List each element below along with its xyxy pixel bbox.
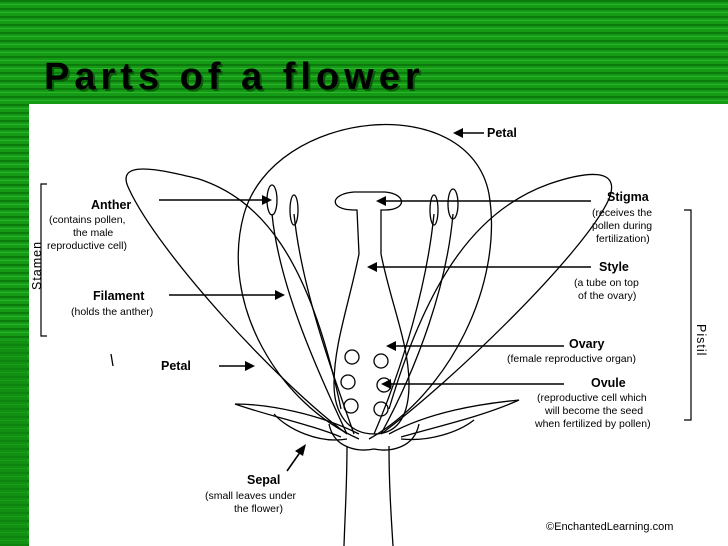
ovule-desc-1: (reproductive cell which: [537, 392, 647, 404]
arrowhead: [453, 128, 463, 138]
sepal-desc-1: (small leaves under: [205, 490, 297, 502]
ovule-shape: [373, 401, 389, 417]
receptacle: [328, 423, 420, 451]
stigma-desc-2: pollen during: [592, 220, 652, 232]
arrowhead: [376, 196, 386, 206]
label-sepal: Sepal: [247, 473, 280, 487]
arrowhead: [367, 262, 377, 272]
arrowhead: [262, 195, 272, 205]
label-petal-left: Petal: [161, 359, 191, 373]
style-desc-1: (a tube on top: [574, 277, 639, 289]
style-desc-2: of the ovary): [578, 290, 636, 302]
stem: [343, 445, 394, 546]
label-ovule: Ovule: [591, 376, 626, 390]
filament-desc-1: (holds the anther): [71, 306, 153, 318]
ovule-shape: [343, 398, 359, 414]
sepal-right: [388, 399, 520, 438]
label-stamen: Stamen: [30, 241, 44, 290]
filament-3: [373, 213, 435, 435]
anther-shape: [429, 194, 439, 226]
ovule-desc-3: when fertilized by pollen): [534, 418, 651, 430]
label-pistil: Pistil: [694, 324, 708, 356]
ovule-shape: [344, 349, 360, 365]
label-style: Style: [599, 260, 629, 274]
arrowhead: [381, 379, 391, 389]
copyright-credit: ©EnchantedLearning.com: [546, 521, 673, 533]
arrowhead: [295, 444, 306, 456]
anther-desc-3: reproductive cell): [47, 240, 127, 252]
anther-shape: [447, 188, 459, 220]
filament-4: [380, 213, 454, 435]
anther-shape: [289, 194, 299, 226]
ovule-shape: [340, 374, 356, 390]
filament-1: [271, 213, 348, 435]
anther-desc-1: (contains pollen,: [49, 214, 125, 226]
ovule-desc-2: will become the seed: [544, 405, 643, 417]
sepal-right-2: [400, 419, 475, 441]
label-stigma: Stigma: [607, 190, 650, 204]
arrowhead: [275, 290, 285, 300]
sepal-desc-2: the flower): [234, 503, 283, 515]
slide-title: Parts of a flower: [44, 56, 425, 98]
label-ovary: Ovary: [569, 337, 604, 351]
sepal-left: [234, 403, 360, 438]
flower-diagram: Petal Anther (contains pollen, the male …: [29, 104, 728, 546]
label-petal-top: Petal: [487, 126, 517, 140]
petal-right: [380, 173, 613, 435]
arrowhead: [245, 361, 255, 371]
ovule-shape: [373, 353, 389, 369]
stigma-desc-3: fertilization): [596, 233, 650, 245]
pistil-outline: [333, 191, 410, 435]
label-filament: Filament: [93, 289, 145, 303]
pistil-bracket: [684, 209, 692, 421]
stamen-bracket: [40, 183, 47, 337]
stigma-desc-1: (receives the: [592, 207, 652, 219]
petal-back: [237, 124, 493, 440]
ovary-desc-1: (female reproductive organ): [507, 353, 636, 365]
sepal-left-2: [273, 413, 348, 441]
arrowhead: [386, 341, 396, 351]
petal-left: [125, 168, 348, 435]
anther-desc-2: the male: [73, 227, 113, 239]
label-anther: Anther: [91, 198, 131, 212]
